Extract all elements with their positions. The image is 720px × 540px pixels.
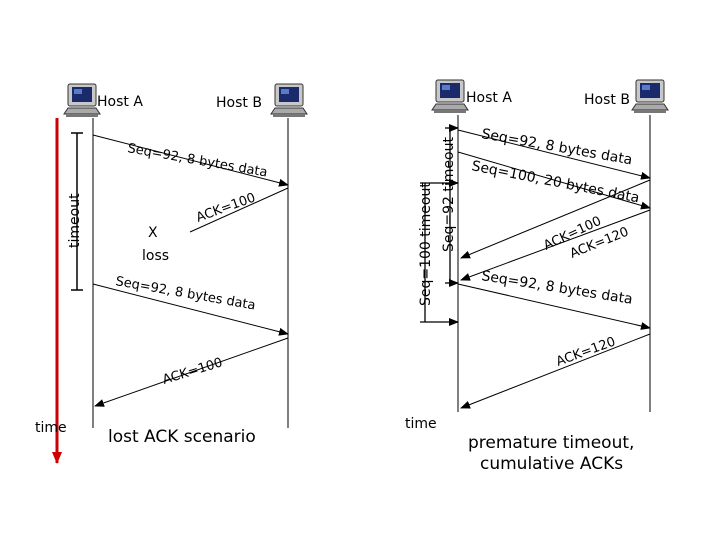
time-label: time xyxy=(35,420,67,436)
time-label: time xyxy=(405,416,437,432)
seq100-message-line xyxy=(457,151,651,210)
seq100-timeout-label: Seq=100 timeout xyxy=(418,182,434,306)
seq92-message-line xyxy=(457,129,651,180)
loss-label: loss xyxy=(142,248,169,264)
seq100-timeout-interval xyxy=(420,179,459,326)
computer-icon xyxy=(431,79,469,114)
right-caption-line1: premature timeout, xyxy=(468,433,634,453)
left-caption: lost ACK scenario xyxy=(108,427,256,447)
host-a-label: Host A xyxy=(466,90,512,106)
seq92-message-label: Seq=92, 8 bytes data xyxy=(480,126,633,168)
ack120-line xyxy=(460,209,651,281)
host-b-label: Host B xyxy=(584,92,630,108)
seq92-retransmit-line xyxy=(457,283,651,330)
right-scenario: Host A Host B Seq=92 timeout Seq=100 tim… xyxy=(405,79,669,474)
seq92-timeout-interval xyxy=(445,124,459,287)
host-b-label: Host B xyxy=(216,95,262,111)
ack100-label: ACK=100 xyxy=(194,190,257,225)
computer-icon xyxy=(631,79,669,114)
ack100-lost-line xyxy=(189,187,289,233)
timeout-label: timeout xyxy=(67,193,83,248)
ack100-line xyxy=(460,179,651,259)
seq92-retransmit-label: Seq=92, 8 bytes data xyxy=(480,268,633,308)
host-a-label: Host A xyxy=(97,94,143,110)
ack120-second-line xyxy=(460,333,651,409)
seq92-retransmit-line xyxy=(92,283,289,336)
seq92-message-line xyxy=(92,134,289,187)
ack100-second-line xyxy=(94,337,289,407)
computer-icon xyxy=(270,83,308,118)
ack100-second-label: ACK=100 xyxy=(161,355,225,387)
ack120-second-label: ACK=120 xyxy=(554,334,617,369)
timeout-interval xyxy=(71,132,83,291)
loss-marker: X xyxy=(148,225,158,241)
seq92-message-label: Seq=92, 8 bytes data xyxy=(126,141,268,180)
computer-icon xyxy=(63,83,101,118)
right-caption-line2: cumulative ACKs xyxy=(480,454,623,474)
left-scenario: Host A Host B timeout time Seq=92, 8 byt… xyxy=(35,83,308,464)
seq92-timeout-label: Seq=92 timeout xyxy=(441,137,457,252)
